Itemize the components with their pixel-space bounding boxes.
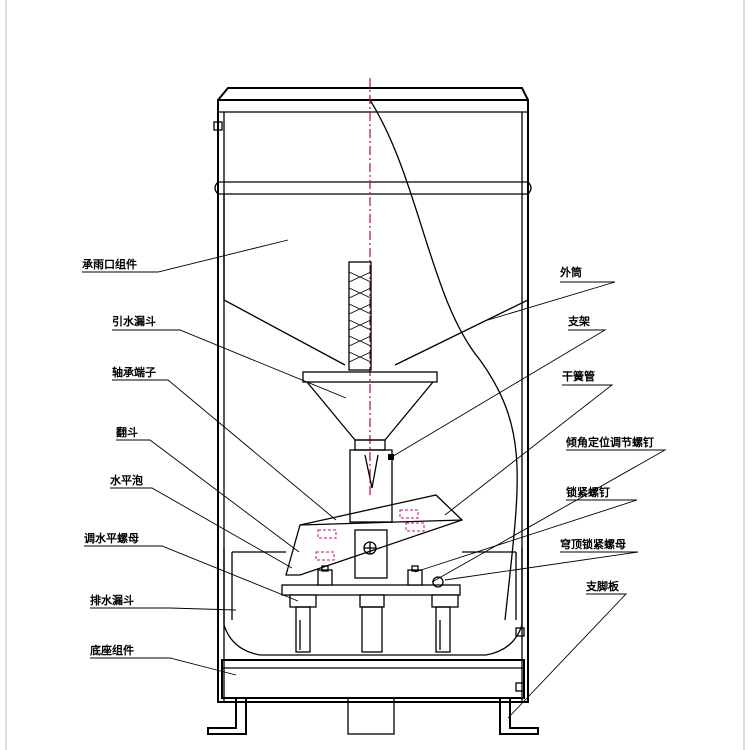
label-outer-cylinder: 外筒 (560, 266, 582, 279)
label-lock-screw: 锁紧螺钉 (566, 486, 610, 499)
label-rain-inlet-assembly: 承雨口组件 (82, 258, 137, 271)
label-support-plate: 支脚板 (586, 580, 619, 593)
label-reed-switch: 干簧管 (562, 370, 595, 383)
label-level-bubble: 水平泡 (110, 474, 143, 487)
label-drain-funnel: 排水漏斗 (90, 594, 134, 607)
bracket-shape (349, 449, 394, 523)
cutaway-curve (369, 99, 518, 621)
base-mechanism (281, 565, 461, 653)
filter-cylinder (348, 261, 372, 371)
label-leveling-nut: 调水平螺母 (84, 532, 139, 545)
label-tilt-limit-screw: 倾角定位调节螺钉 (566, 436, 654, 449)
outer-cylinder-shape (213, 87, 532, 703)
label-bracket: 支架 (568, 315, 590, 328)
support-feet (207, 697, 539, 735)
base-assembly-shape (221, 627, 525, 699)
label-tipping-bucket: 翻斗 (116, 426, 138, 439)
label-top-lock-nut: 穹顶锁紧螺母 (560, 538, 626, 551)
label-bearing-screw: 轴承端子 (112, 366, 156, 379)
rain-inlet-shape (223, 194, 529, 366)
label-base-assembly: 底座组件 (90, 644, 134, 657)
label-water-guide-funnel: 引水漏斗 (112, 315, 156, 328)
leader-lines (82, 239, 667, 719)
tipping-bucket-shape (285, 494, 464, 579)
